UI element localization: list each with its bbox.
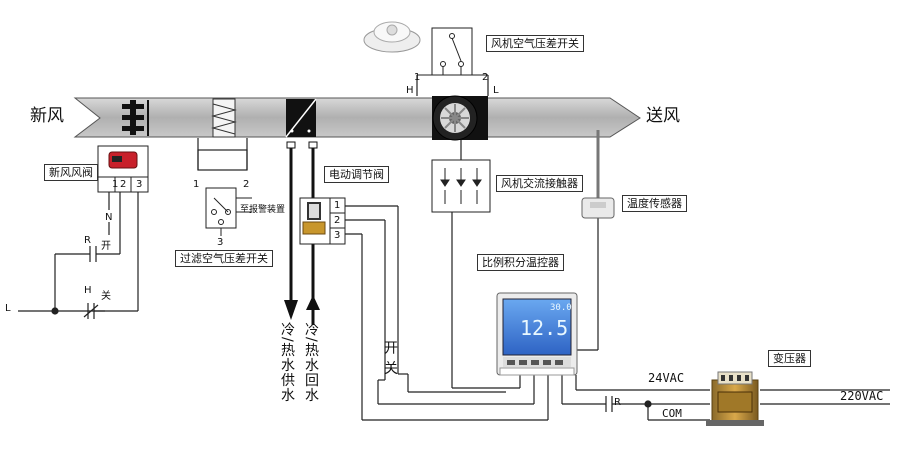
filter-terminal-2: 2 bbox=[243, 179, 250, 190]
damper-terminal-1: 1 bbox=[112, 179, 119, 190]
fresh-air-label: 新风 bbox=[30, 106, 64, 126]
pid-controller-label: 比例积分温控器 bbox=[477, 254, 564, 271]
valve-terminal-1: 1 bbox=[334, 200, 341, 211]
fan-terminal-2: 2 bbox=[482, 72, 489, 83]
fan-icon bbox=[432, 95, 488, 141]
lcd-value: 12.5 bbox=[520, 316, 569, 340]
air-duct bbox=[73, 97, 641, 138]
fan-pressure-switch-label: 风机空气压差开关 bbox=[486, 35, 584, 52]
filter-icon bbox=[211, 98, 237, 138]
temp-sensor-label: 温度传感器 bbox=[622, 195, 687, 212]
damper-terminal-2: 2 bbox=[120, 179, 127, 190]
fan-h-label: H bbox=[406, 85, 414, 96]
coil-icon bbox=[285, 98, 317, 138]
open-label: 开 bbox=[101, 241, 111, 252]
fan-contactor bbox=[431, 159, 491, 213]
filter-terminal-1: 1 bbox=[193, 179, 200, 190]
transformer-label: 变压器 bbox=[768, 350, 811, 367]
com-label: COM bbox=[662, 407, 682, 420]
v24-label: 24VAC bbox=[648, 371, 685, 385]
electric-valve bbox=[299, 197, 346, 245]
transformer bbox=[706, 371, 764, 426]
v220-label: 220VAC bbox=[840, 389, 884, 403]
temperature-sensor bbox=[581, 130, 615, 219]
pid-controller bbox=[496, 292, 578, 376]
filter-switch bbox=[205, 187, 252, 236]
fan-contactor-label: 风机交流接触器 bbox=[496, 175, 583, 192]
valve-terminal-3: 3 bbox=[334, 230, 341, 241]
live-label: L bbox=[5, 303, 11, 314]
close-label: 关 bbox=[101, 291, 111, 302]
filter-switch-label: 过滤空气压差开关 bbox=[175, 250, 273, 267]
fan-terminal-1: 1 bbox=[414, 72, 421, 83]
open-close-label: 开 关 bbox=[382, 340, 398, 376]
lcd-small-value: 30.0 bbox=[550, 303, 572, 313]
fresh-air-damper-label: 新风风阀 bbox=[44, 164, 98, 181]
relay-r-label: R bbox=[84, 235, 91, 246]
relay-h-label: H bbox=[84, 285, 92, 296]
alarm-device-label: 至报警装置 bbox=[240, 205, 286, 215]
fan-pressure-switch bbox=[363, 21, 488, 76]
damper-actuator bbox=[97, 145, 149, 193]
damper-blades-icon bbox=[122, 100, 149, 136]
neutral-label: N bbox=[105, 212, 113, 223]
supply-water-label: 冷/热水供水 bbox=[279, 322, 295, 403]
fan-l-label: L bbox=[493, 85, 499, 96]
damper-terminal-3: 3 bbox=[136, 179, 143, 190]
supply-air-label: 送风 bbox=[646, 106, 680, 126]
return-water-label: 冷/热水回水 bbox=[303, 322, 319, 403]
wiring bbox=[18, 75, 890, 421]
relay-r2-label: R bbox=[614, 397, 621, 408]
valve-terminal-2: 2 bbox=[334, 215, 341, 226]
filter-terminal-3: 3 bbox=[217, 237, 224, 248]
electric-valve-label: 电动调节阀 bbox=[324, 166, 389, 183]
